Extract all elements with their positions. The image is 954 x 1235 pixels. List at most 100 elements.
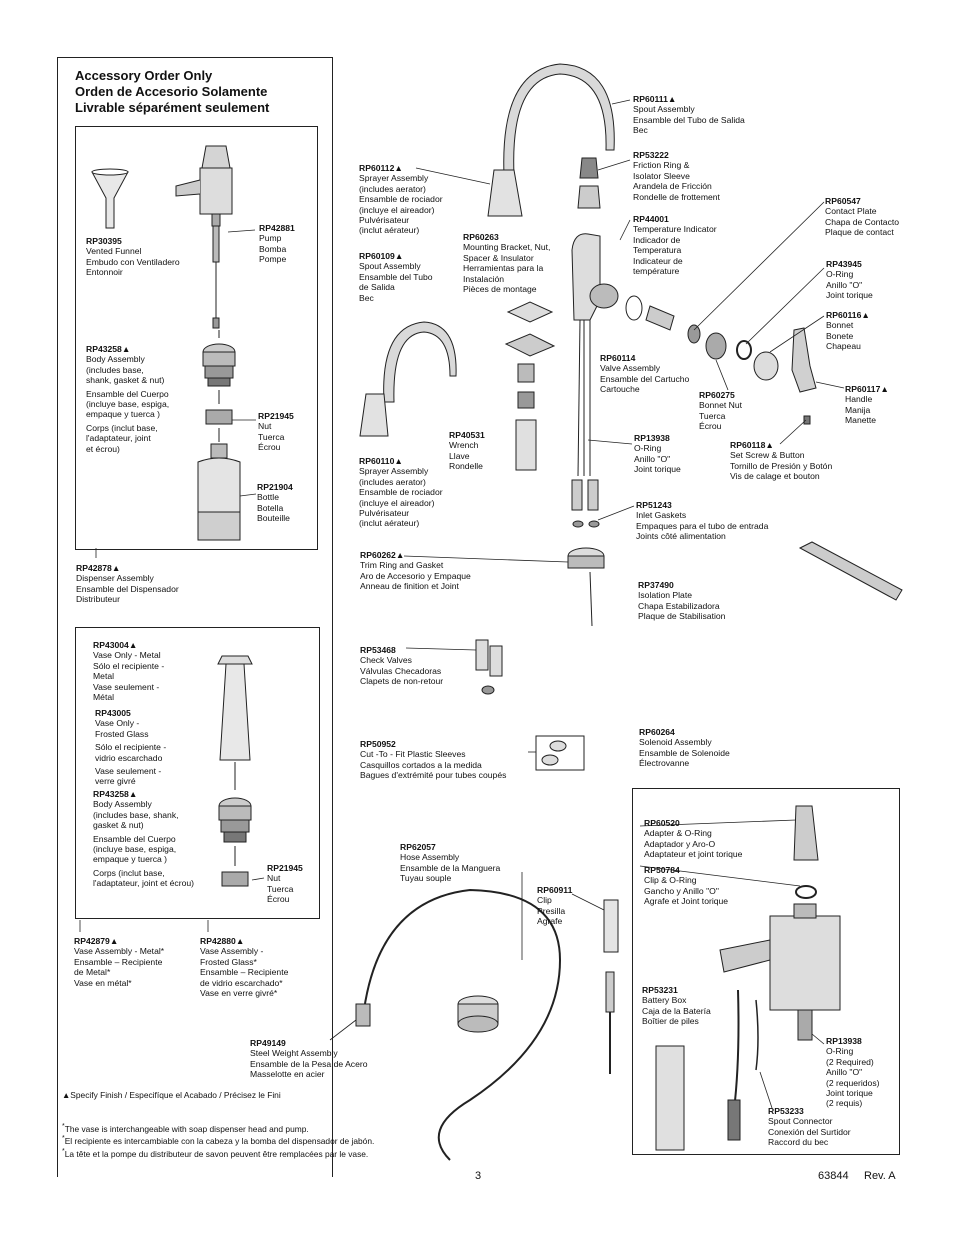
vase-drawing <box>217 655 253 887</box>
part-desc: Adapter & O-Ring <box>644 828 712 839</box>
spout-small-drawing <box>359 321 457 437</box>
part-code: RP43945 <box>826 259 862 269</box>
part-desc: Spout Assembly <box>633 104 695 115</box>
part-rp43945: RP43945 O-Ring Anillo "O" Joint torique <box>826 259 873 301</box>
part-desc: Manette <box>845 415 877 426</box>
part-desc: (includes aerator) <box>359 476 426 487</box>
part-desc: (incluye el aireador) <box>359 497 435 508</box>
part-desc: Metal <box>93 671 115 682</box>
part-desc: Masselotte en acier <box>250 1069 325 1080</box>
part-rp60275: RP60275 Bonnet Nut Tuerca Écrou <box>699 390 742 432</box>
part-desc: Agrafe et Joint torique <box>644 896 729 907</box>
part-desc: Ensamble de la Pesa de Acero <box>250 1058 368 1069</box>
part-rp60263: RP60263 Mounting Bracket, Nut, Spacer & … <box>463 232 550 294</box>
part-desc: Arandela de Fricción <box>633 181 712 192</box>
part-desc: Isolator Sleeve <box>633 170 690 181</box>
part-rp62057: RP62057 Hose Assembly Ensamble de la Man… <box>400 842 500 884</box>
mounting-bracket-drawing <box>504 301 556 471</box>
part-code: RP42880▲ <box>200 936 245 946</box>
dispenser-inner-frame <box>75 126 318 550</box>
part-code: RP53233 <box>768 1106 804 1116</box>
plastic-sleeves-drawing <box>535 735 585 771</box>
part-desc: Cut -To - Fit Plastic Sleeves <box>360 749 466 760</box>
part-desc: Check Valves <box>360 655 412 666</box>
part-desc: Nut <box>258 421 272 432</box>
pump-drawing <box>175 145 233 329</box>
part-desc: Set Screw & Button <box>730 450 805 461</box>
part-desc: Ensamble del Cuerpo <box>86 388 169 399</box>
part-code: RP60911 <box>537 885 573 895</box>
part-desc: (inclut aérateur) <box>359 518 420 529</box>
part-desc: Inlet Gaskets <box>636 510 687 521</box>
part-desc: Joints côté alimentation <box>636 531 726 542</box>
part-desc: Hose Assembly <box>400 852 460 863</box>
part-rp44001: RP44001 Temperature Indicator Indicador … <box>633 214 717 276</box>
part-desc: Anillo "O" <box>634 453 671 464</box>
part-desc: Casquillos cortados a la medida <box>360 759 482 770</box>
part-code: RP53468 <box>360 645 396 655</box>
solenoid-frame <box>632 788 900 1155</box>
part-desc: Ensamble del Tubo <box>359 271 433 282</box>
part-rp60112: RP60112▲ Sprayer Assembly (includes aera… <box>359 163 443 236</box>
faucet-body-drawing <box>571 233 817 477</box>
part-desc: Vase Assembly - Metal* <box>74 946 165 957</box>
part-desc: (includes base, <box>86 364 144 375</box>
part-desc: Frosted Glass* <box>200 956 257 967</box>
part-desc: Métal <box>93 692 115 703</box>
part-desc: Écrou <box>258 442 281 453</box>
part-desc: Clapets de non-retour <box>360 676 444 687</box>
part-rp21945a: RP21945 Nut Tuerca Écrou <box>258 411 294 453</box>
part-desc: Tuerca <box>267 883 294 894</box>
part-desc: Pièces de montage <box>463 284 537 295</box>
part-desc: Spout Assembly <box>359 261 421 272</box>
part-code: RP40531 <box>449 430 485 440</box>
part-desc: Ensamble del Cartucho <box>600 373 690 384</box>
part-desc: O-Ring <box>826 1046 854 1057</box>
footnote-en: The vase is interchangeable with soap di… <box>64 1123 309 1134</box>
part-desc: Tuerca <box>258 431 285 442</box>
part-rp53233: RP53233 Spout Connector Conexión del Sur… <box>768 1106 851 1148</box>
part-desc: Bonnet Nut <box>699 400 742 411</box>
part-rp50952: RP50952 Cut -To - Fit Plastic Sleeves Ca… <box>360 739 506 781</box>
part-desc: Bagues d'extrémité pour tubes coupés <box>360 770 507 781</box>
part-desc: Handle <box>845 394 873 405</box>
part-desc: Embudo con Ventiladero <box>86 256 180 267</box>
part-desc: Ensamble – Recipiente <box>200 967 289 978</box>
part-rp42880: RP42880▲ Vase Assembly - Frosted Glass* … <box>200 936 288 998</box>
part-code: RP13938 <box>826 1036 862 1046</box>
part-desc: Joint torique <box>634 464 681 475</box>
part-desc: Isolation Plate <box>638 590 692 601</box>
part-code: RP21904 <box>257 482 293 492</box>
part-desc: Bec <box>633 125 648 136</box>
part-desc: Adaptateur et joint torique <box>644 849 743 860</box>
part-desc: (includes base, shank, <box>93 809 179 820</box>
part-desc: Chapa Estabilizadora <box>638 600 720 611</box>
part-code: RP49149 <box>250 1038 286 1048</box>
weight-drawing <box>457 995 499 1033</box>
part-desc: Clip & O-Ring <box>644 875 697 886</box>
part-rp49149: RP49149 Steel Weight Assembly Ensamble d… <box>250 1038 368 1080</box>
part-code: RP50952 <box>360 739 396 749</box>
part-rp43005: RP43005 Vase Only - Frosted Glass Sólo e… <box>95 708 166 787</box>
part-code: RP60275 <box>699 390 735 400</box>
part-desc: Anneau de finition et Joint <box>360 581 459 592</box>
part-desc: Vase Only - Metal <box>93 650 161 661</box>
part-desc: Conexión del Surtidor <box>768 1126 851 1137</box>
part-desc: Plaque de Stabilisation <box>638 611 726 622</box>
part-desc: température <box>633 266 680 277</box>
part-desc: Battery Box <box>642 995 687 1006</box>
part-desc: Ensamble del Dispensador <box>76 583 179 594</box>
part-desc: Gancho y Anillo "O" <box>644 885 719 896</box>
part-rp42881: RP42881 Pump Bomba Pompe <box>259 223 295 265</box>
part-code: RP60117▲ <box>845 384 889 394</box>
part-desc: Vase seulement - <box>95 766 162 777</box>
part-desc: (incluye base, espiga, <box>93 844 177 855</box>
part-code: RP21945 <box>258 411 294 421</box>
part-desc: Pulvérisateur <box>359 508 410 519</box>
part-code: RP43005 <box>95 708 131 718</box>
part-code: RP50784 <box>644 865 680 875</box>
bottle-drawing <box>197 443 241 541</box>
part-code: RP60262▲ <box>360 550 405 560</box>
part-desc: Sprayer Assembly <box>359 173 429 184</box>
part-code: RP60264 <box>639 727 675 737</box>
